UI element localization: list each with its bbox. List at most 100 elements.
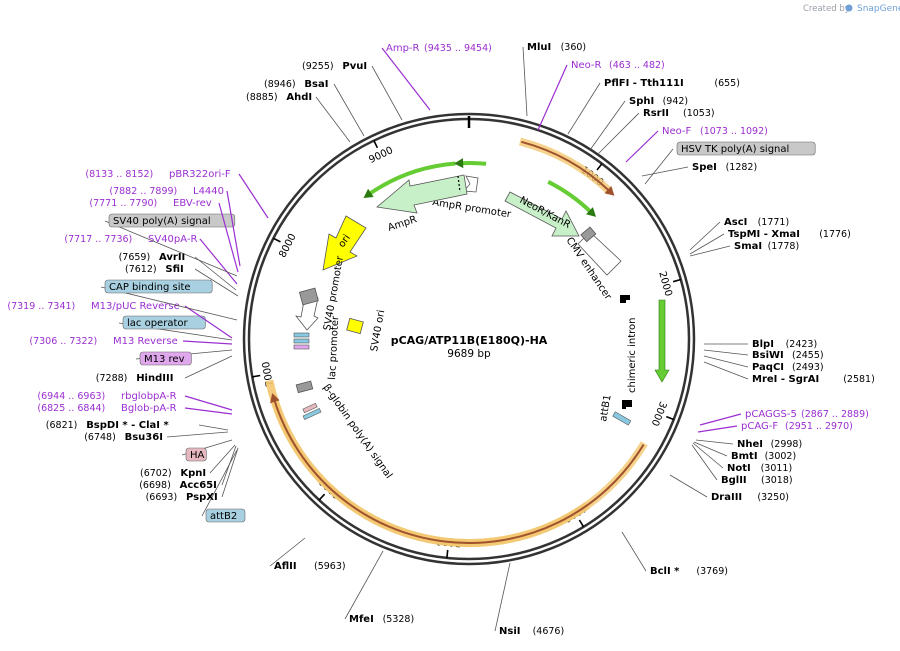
leader-line [104, 220, 238, 277]
callout-smai[interactable]: (1778)SmaI [689, 241, 799, 257]
feature-label-attb1: attB1 [598, 394, 614, 423]
leader-line [199, 238, 238, 285]
leader-line [269, 537, 306, 567]
callout-noti[interactable]: (3011)NotI [692, 442, 792, 474]
tick-mark [666, 415, 674, 421]
callout-position: (2493) [792, 362, 824, 373]
callout-mlui[interactable]: (360)MluI [522, 42, 586, 117]
callout-position: (2581) [843, 374, 875, 385]
leader-line [697, 425, 738, 433]
callout-mfei[interactable]: (5328)MfeI [344, 550, 414, 625]
tick-mark [373, 140, 379, 149]
callout-position: (7319 .. 7341) [7, 301, 75, 312]
callout-m13-rev[interactable]: M13 rev [135, 349, 233, 366]
feature-attb1[interactable]: attB1 [598, 394, 632, 426]
callout-tspmi-xmai[interactable]: (1776)TspMI - XmaI [689, 229, 851, 255]
callout-position: (1073 .. 1092) [700, 126, 768, 137]
feature-sv40-ori[interactable]: SV40 ori [346, 309, 388, 353]
callout-pcag-f[interactable]: (2951 .. 2970)pCAG-F [697, 421, 853, 433]
feature-cmv-enhancer[interactable]: CMV enhancer [564, 226, 622, 303]
callout-amp-r[interactable]: (9435 .. 9454)Amp-R [381, 43, 492, 111]
callout-sv40pa-r[interactable]: (7717 .. 7736)SV40pA-R [64, 234, 238, 285]
callout-hindiii[interactable]: (7288)HindIII [96, 355, 233, 384]
callout-lac-operator[interactable]: lac operator [118, 315, 233, 341]
callout-name: attB2 [210, 511, 237, 522]
neor-cds-arrowhead [604, 186, 615, 196]
callout-bglob-pa-r[interactable]: (6825 .. 6844)Bglob-pA-R [37, 403, 233, 415]
callout-neo-f[interactable]: (1073 .. 1092)Neo-F [625, 126, 768, 163]
callout-ha[interactable]: HA [181, 439, 233, 462]
callout-bsu36i[interactable]: (6748)Bsu36I [84, 431, 229, 443]
callout-name: BglII [721, 475, 747, 486]
callout-position: (2951 .. 2970) [785, 421, 853, 432]
callout-name: L4440 [193, 186, 224, 197]
callout-pspxi[interactable]: (6693)PspXI [146, 447, 239, 503]
callout-position: (2998) [771, 439, 803, 450]
tick-label: 2000 [656, 270, 673, 297]
callout-acc65i[interactable]: (6698)Acc65I [139, 445, 237, 491]
callout-rbglobpa-r[interactable]: (6944 .. 6963)rbglobpA-R [37, 391, 233, 411]
callout-blpi[interactable]: (2423)BlpI [704, 339, 817, 350]
callout-bmti[interactable]: (3002)BmtI [693, 441, 796, 462]
callout-name: BspDI * - ClaI * [86, 420, 169, 431]
callout-bsai[interactable]: (8946)BsaI [264, 79, 365, 137]
callout-neo-r[interactable]: (463 .. 482)Neo-R [537, 60, 665, 131]
callout-nsii[interactable]: (4676)NsiI [494, 562, 564, 637]
callout-bcli[interactable]: (3769)BclI * [621, 531, 728, 577]
leader-line [371, 65, 403, 121]
leader-line [209, 444, 236, 474]
leader-line [184, 355, 233, 379]
callout-bglii[interactable]: (3018)BglII [691, 444, 793, 486]
callout-mrei-sgrai[interactable]: (2581) MreI - SgrAI [703, 361, 875, 385]
callout-ahdi[interactable]: (8885)AhdI [246, 92, 351, 143]
callout-name: MreI - SgrAI [752, 374, 819, 385]
callout-l4440[interactable]: (7882 .. 7899)L4440 [109, 186, 241, 267]
callout-draiii[interactable]: (3250)DraIII [669, 474, 789, 503]
callout-hsv-tk-poly-a-signal[interactable]: HSV TK poly(A) signal [644, 141, 816, 185]
callout-m13-puc-reverse[interactable]: (7319 .. 7341)M13/pUC Reverse [7, 301, 233, 339]
callout-sv40-poly-a-signal[interactable]: SV40 poly(A) signal [104, 213, 238, 277]
callout-position: (1771) [758, 217, 790, 228]
callout-bsiwi[interactable]: (2455)BsiWI [703, 349, 824, 361]
callout-avrii[interactable]: (7659)AvrII [119, 252, 237, 291]
chimeric-intron-arrow [654, 299, 670, 383]
feature-lac-promoter[interactable]: lac promoter [293, 315, 341, 380]
tick-label: 8000 [277, 232, 298, 260]
callout-aflii[interactable]: (5963)AflII [269, 537, 346, 572]
feature-neor-kanr[interactable]: NeoR/KanR [504, 191, 580, 237]
callout-cap-binding-site[interactable]: CAP binding site [100, 279, 238, 321]
callout-m13-reverse[interactable]: (7306 .. 7322)M13 Reverse [29, 336, 233, 347]
callout-rsrii[interactable]: (1053)RsrII [597, 108, 715, 155]
callout-ebv-rev[interactable]: (7771 .. 7790)EBV-rev [89, 198, 239, 273]
callout-name: Acc65I [180, 480, 217, 491]
callout-sfii[interactable]: (7612)SfiI [125, 264, 239, 297]
callout-pvui[interactable]: (9255)PvuI [302, 61, 403, 121]
neor-cds-highlight [518, 137, 614, 195]
callout-bspdi-clai[interactable]: (6821)BspDI * - ClaI * [46, 420, 229, 431]
callout-asci[interactable]: (1771)AscI [689, 217, 790, 251]
callout-nhei[interactable]: (2998)NheI [695, 439, 803, 450]
callout-kpni[interactable]: (6702)KpnI [140, 444, 236, 479]
callout-attb2[interactable]: attB2 [201, 449, 246, 523]
neor-direction-arrowhead [586, 207, 596, 217]
leader-line [689, 221, 721, 251]
leader-line [644, 148, 674, 185]
callout-sphi[interactable]: (942)SphI [589, 96, 688, 151]
feature-chimeric-intron[interactable]: chimeric intron [620, 295, 670, 393]
callout-position: (655) [714, 78, 740, 89]
callout-pcaggs-5[interactable]: (2867 .. 2889)pCAGGS-5 [699, 409, 869, 426]
leader-line [238, 173, 269, 219]
callout-position: (7717 .. 7736) [64, 234, 132, 245]
feature-ori[interactable]: ori [322, 215, 367, 271]
callout-pflfi-tth111i[interactable]: (655)PflFI - Tth111I [567, 78, 740, 135]
callout-name: pBR322ori-F [169, 169, 231, 180]
callout-spei[interactable]: (1282)SpeI [641, 162, 757, 177]
callout-paqci[interactable]: (2493)PaqCI [703, 355, 824, 373]
callout-position: (1053) [683, 108, 715, 119]
callout-pbr322ori-f[interactable]: (8133 .. 8152)pBR322ori-F [85, 169, 269, 219]
feature-label-chimeric-intron: chimeric intron [627, 318, 638, 393]
tick-mark [672, 278, 682, 283]
feature-box [205, 508, 246, 523]
leader-line [201, 449, 238, 517]
